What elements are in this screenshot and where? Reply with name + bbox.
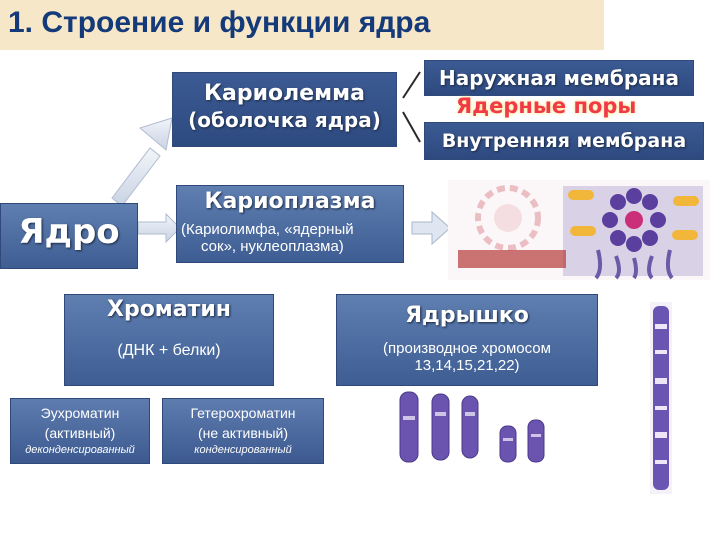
- chromatin-desc: (ДНК + белки): [117, 342, 221, 359]
- karyolemma-label: Кариолемма: [204, 81, 365, 106]
- nucleolus-box: Ядрышко (производное хромосом 13,14,15,2…: [336, 294, 598, 386]
- bracket-lines: [402, 71, 421, 143]
- nucleolus-desc-line2: 13,14,15,21,22): [414, 357, 520, 374]
- heterochromatin-box: Гетерохроматин (не активный) конденсиров…: [162, 398, 324, 464]
- outer-membrane-label: Наружная мембрана: [439, 66, 679, 90]
- heterochromatin-state: (не активный): [197, 425, 289, 441]
- euchromatin-state: (активный): [44, 425, 116, 441]
- chromosomes-image: [399, 391, 545, 463]
- title-bar: [0, 0, 604, 50]
- page-title: 1. Строение и функции ядра: [8, 6, 431, 39]
- inner-membrane-label: Внутренняя мембрана: [441, 130, 687, 152]
- arrow-to-pore-image: [411, 210, 451, 246]
- chromosome-strip-image: [650, 302, 672, 494]
- arrow-to-karyoplasm: [137, 212, 181, 244]
- heterochromatin-note: конденсированный: [194, 444, 292, 456]
- outer-membrane-box: Наружная мембрана: [424, 60, 694, 96]
- euchromatin-label: Эухроматин: [40, 405, 120, 421]
- nuclear-pore-image: [448, 180, 710, 280]
- nucleolus-desc-line1: (производное хромосом: [383, 340, 551, 357]
- nucleus-box: Ядро: [0, 203, 138, 269]
- chromatin-box: Хроматин (ДНК + белки): [64, 294, 274, 386]
- nuclear-pores-label: Ядерные поры: [456, 94, 637, 118]
- karyoplasm-desc-line2: сок», нуклеоплазма): [201, 238, 344, 255]
- karyolemma-box: Кариолемма (оболочка ядра): [172, 72, 397, 147]
- karyoplasm-desc-line1: (Кариолимфа, «ядерный: [181, 221, 354, 238]
- euchromatin-box: Эухроматин (активный) деконденсированный: [10, 398, 150, 464]
- nucleus-label: Ядро: [18, 212, 120, 252]
- heterochromatin-label: Гетерохроматин: [190, 405, 296, 421]
- arrow-to-karyolemma: [111, 117, 173, 207]
- inner-membrane-box: Внутренняя мембрана: [424, 122, 704, 160]
- chromatin-label: Хроматин: [106, 297, 232, 322]
- karyolemma-subtitle: (оболочка ядра): [188, 108, 381, 132]
- euchromatin-note: деконденсированный: [25, 444, 135, 456]
- karyoplasm-label: Кариоплазма: [204, 189, 376, 214]
- karyoplasm-box: Кариоплазма (Кариолимфа, «ядерный сок», …: [176, 185, 404, 263]
- nucleolus-label: Ядрышко: [405, 303, 529, 328]
